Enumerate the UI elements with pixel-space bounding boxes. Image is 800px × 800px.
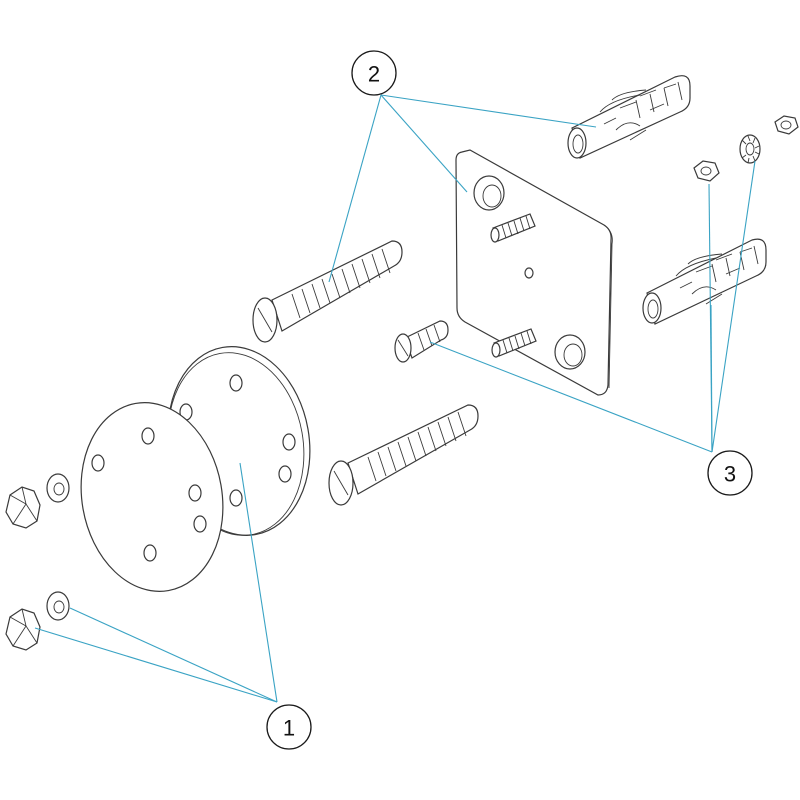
plate-stud-lower — [491, 328, 537, 358]
callout-1: 1 — [266, 704, 312, 750]
leader-lines-3 — [429, 160, 756, 453]
hex-nut-small — [693, 160, 720, 182]
long-screw-upper — [252, 240, 403, 343]
mounting-plate — [455, 149, 613, 396]
round-disc-front — [80, 402, 224, 592]
plate-stud-upper — [490, 213, 536, 243]
callout-2-label: 2 — [368, 62, 380, 87]
wall-plug-upper — [567, 75, 691, 159]
washer-upper-left — [46, 473, 70, 503]
washer-lower-left — [46, 591, 70, 621]
wall-plug-lower — [642, 238, 767, 325]
callout-3: 3 — [707, 450, 753, 496]
short-screw — [394, 320, 449, 363]
cap-nut-upper-left — [5, 486, 41, 529]
callout-2: 2 — [351, 50, 397, 96]
cap-nut-lower-left — [5, 608, 41, 651]
long-screw-lower — [328, 404, 479, 506]
leader-lines-2 — [328, 94, 597, 283]
hex-nut-top-right — [774, 115, 799, 135]
serrated-lock-washer — [739, 134, 761, 164]
callout-3-label: 3 — [724, 462, 736, 487]
leader-lines-1 — [34, 462, 278, 703]
callout-1-label: 1 — [283, 716, 295, 741]
